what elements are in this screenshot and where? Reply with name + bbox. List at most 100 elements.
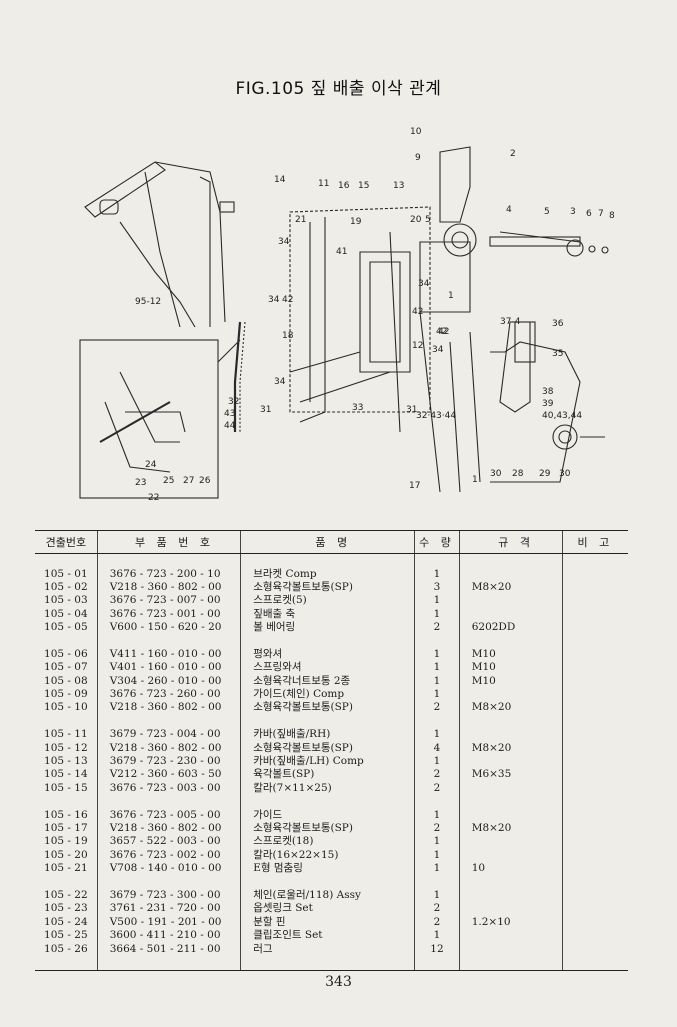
cell-no: 105 - 10	[44, 701, 88, 714]
cell-no: 105 - 25	[44, 929, 88, 942]
cell-spec	[458, 902, 563, 916]
callout-label: 95-12	[135, 297, 161, 307]
spacer-cell	[240, 714, 415, 729]
cell-qty: 4	[414, 741, 460, 755]
cell-name: 가이드(체인) Comp	[240, 687, 415, 702]
cell-qty: 1	[414, 848, 460, 862]
spacer-cell	[35, 875, 97, 888]
spacer-cell	[35, 554, 97, 568]
spacer-cell	[414, 955, 460, 971]
callout-label: 21	[295, 215, 306, 225]
cell-name: 분할 핀	[240, 915, 415, 929]
group-spacer	[35, 875, 628, 889]
cell-name: 소형육각너트보통 2종	[240, 674, 415, 688]
cell-qty: 2	[414, 701, 460, 715]
callout-label: 22	[148, 493, 159, 503]
cell-part: 3679 - 723 - 300 - 00	[96, 888, 241, 903]
callout-label: 6	[586, 209, 592, 219]
cell-remarks	[561, 861, 628, 876]
callout-label: 5	[425, 215, 431, 225]
spacer-cell	[414, 553, 460, 568]
spacer-cell	[561, 553, 628, 568]
column-header: 수 량	[414, 530, 460, 554]
cell-part: 3761 - 231 - 720 - 00	[96, 902, 241, 916]
callout-label: 34	[278, 237, 290, 247]
cell-name: 소형육각볼트보통(SP)	[240, 741, 415, 755]
callout-label: 37-4	[500, 317, 521, 327]
cell-no: 105 - 09	[44, 688, 88, 701]
cell-part: 3676 - 723 - 003 - 00	[96, 781, 241, 796]
cell-no: 105 - 08	[44, 674, 88, 687]
cell-remarks	[561, 848, 628, 862]
cell-name: 브라켓 Comp	[240, 567, 415, 581]
cell-remarks	[561, 687, 628, 702]
table-end-row	[35, 955, 628, 971]
spacer-cell	[96, 955, 241, 971]
cell-remarks	[561, 661, 628, 675]
cell-part: 3676 - 723 - 007 - 00	[96, 594, 241, 608]
cell-name: E형 멈춤링	[240, 861, 415, 876]
cell-name: 칼라(7×11×25)	[240, 781, 415, 796]
cell-spec	[458, 607, 563, 621]
group-spacer	[35, 714, 628, 729]
spacer-cell	[414, 875, 460, 889]
callout-label: 24	[145, 460, 157, 470]
callout-label: 34	[432, 345, 444, 355]
cell-spec	[458, 928, 563, 943]
spacer-cell	[414, 795, 460, 809]
cell-remarks	[561, 821, 628, 836]
callout-label: 42	[438, 327, 449, 337]
cell-part: V212 - 360 - 603 - 50	[96, 768, 241, 782]
callout-label: 3	[570, 207, 576, 217]
cell-name: 소형육각볼트보통(SP)	[240, 821, 415, 836]
spacer-cell	[240, 955, 415, 971]
cell-remarks	[561, 728, 628, 742]
column-header: 부 품 번 호	[96, 530, 241, 554]
cell-qty: 1	[414, 594, 460, 608]
spacer-cell	[561, 634, 628, 648]
cell-part: 3679 - 723 - 230 - 00	[96, 754, 241, 769]
spacer-cell	[35, 795, 97, 808]
cell-name: 카바(짚배출/LH) Comp	[240, 754, 415, 769]
cell-no: 105 - 03	[44, 594, 88, 607]
cell-no: 105 - 06	[44, 647, 88, 660]
cell-qty: 1	[414, 567, 460, 581]
cell-qty: 2	[414, 915, 460, 929]
callout-label: 25	[163, 476, 174, 486]
cell-qty: 2	[414, 781, 460, 796]
cell-part: V218 - 360 - 802 - 00	[96, 701, 241, 715]
spacer-cell	[35, 634, 97, 647]
cell-name: 육각볼트(SP)	[240, 768, 415, 782]
cell-qty: 1	[414, 661, 460, 675]
callout-label: 9	[415, 153, 421, 163]
cell-qty: 1	[414, 888, 460, 903]
cell-qty: 1	[414, 835, 460, 849]
exploded-parts-diagram: 10 9 2 14 11 16 15 13 21 19 20 5 4 5 3 6…	[60, 112, 640, 512]
cell-name: 소형육각볼트보통(SP)	[240, 701, 415, 715]
spacer-cell	[458, 955, 563, 971]
callout-label: 2	[510, 149, 516, 159]
callout-label: 34	[274, 377, 286, 387]
cell-part: V500 - 191 - 201 - 00	[96, 915, 241, 929]
column-header: 품 명	[240, 530, 415, 554]
callout-label: 1	[472, 475, 478, 485]
cell-spec	[458, 594, 563, 608]
cell-no: 105 - 23	[44, 902, 88, 915]
cell-remarks	[561, 647, 628, 662]
cell-spec: 1.2×10	[458, 915, 563, 929]
cell-name: 평와셔	[240, 647, 415, 662]
callout-label: 23	[135, 478, 146, 488]
callout-label: 32·43·44	[416, 411, 456, 421]
callout-label: 7	[598, 209, 604, 219]
spacer-cell	[458, 553, 563, 568]
cell-no: 105 - 13	[44, 755, 88, 768]
